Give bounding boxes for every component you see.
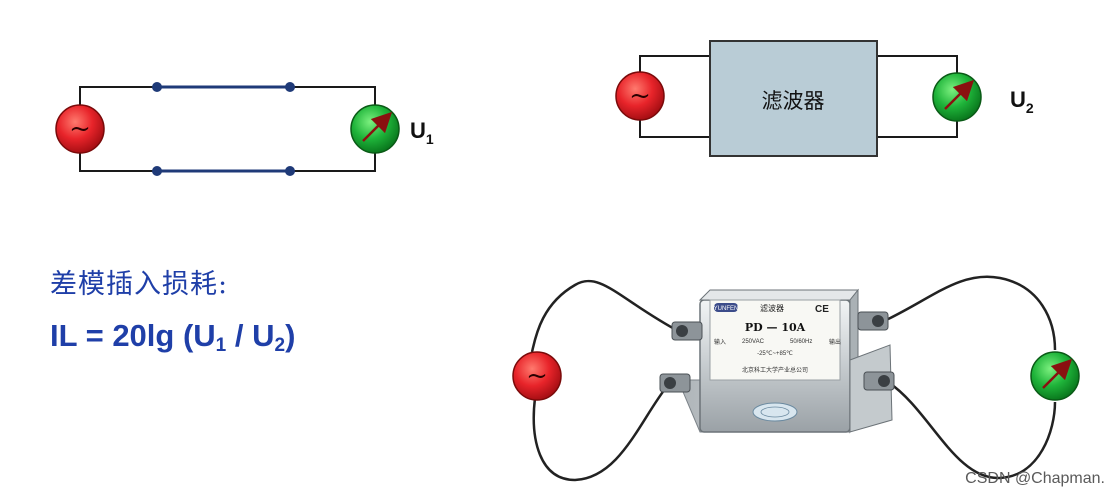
- svg-text:~: ~: [69, 114, 91, 144]
- svg-text:PD — 10A: PD — 10A: [745, 321, 806, 334]
- svg-text:50/60Hz: 50/60Hz: [790, 339, 812, 345]
- inspection-sticker: [752, 402, 798, 422]
- svg-text:输入: 输入: [714, 338, 726, 346]
- terminal-screw: [857, 311, 889, 331]
- ac-source-icon: ~: [512, 351, 562, 401]
- filter-module: YUNFEN 滤波器 CE PD — 10A 输入 输出 250VAC 50/6…: [677, 288, 893, 434]
- filter-circuit: ~ 滤波器 U2: [615, 40, 1034, 157]
- direct-circuit-wires: [79, 86, 376, 172]
- svg-text:CE: CE: [815, 304, 829, 315]
- svg-text:YUNFEN: YUNFEN: [714, 306, 739, 312]
- formula-title: 差模插入损耗:: [50, 269, 229, 300]
- ac-source-icon: ~: [615, 71, 665, 121]
- svg-text:北京科工大学产业总公司: 北京科工大学产业总公司: [742, 366, 808, 374]
- formula-sub-1: 1: [215, 335, 227, 356]
- direct-circuit-links: [157, 85, 290, 173]
- svg-text:-25℃~+85℃: -25℃~+85℃: [757, 351, 793, 357]
- formula-middle: / U: [226, 318, 275, 353]
- photo-wires: [530, 275, 1057, 482]
- meter-label-u2: U2: [1010, 87, 1034, 116]
- meter-label-u1: U1: [410, 118, 434, 147]
- formula-prefix: IL = 20lg (U: [50, 318, 216, 353]
- svg-text:滤波器: 滤波器: [760, 303, 784, 313]
- formula-suffix: ): [285, 318, 296, 353]
- terminal-screw: [659, 373, 691, 393]
- voltmeter-icon: [350, 104, 400, 154]
- svg-text:250VAC: 250VAC: [742, 339, 765, 345]
- junction-dot: [285, 82, 295, 92]
- insertion-loss-formula: IL = 20lg (U1 / U2): [50, 318, 295, 357]
- formula-sub-2: 2: [274, 335, 286, 356]
- voltmeter-icon: [932, 72, 982, 122]
- ac-source-icon: ~: [55, 104, 105, 154]
- terminal-screw: [671, 321, 703, 341]
- junction-dot: [152, 166, 162, 176]
- svg-text:输出: 输出: [829, 338, 841, 346]
- voltmeter-icon: [1030, 351, 1080, 401]
- filter-circuit-wires: [639, 55, 958, 138]
- junction-dot: [152, 82, 162, 92]
- svg-text:~: ~: [629, 81, 651, 111]
- filter-photo: YUNFEN 滤波器 CE PD — 10A 输入 输出 250VAC 50/6…: [512, 275, 1080, 482]
- terminal-screw: [863, 371, 895, 391]
- filter-box: 滤波器: [709, 40, 878, 157]
- junction-dot: [285, 166, 295, 176]
- svg-text:~: ~: [526, 361, 548, 391]
- filter-label: 滤波器: [762, 90, 825, 113]
- filter-label-plate: [709, 299, 841, 381]
- watermark: CSDN @Chapman.: [965, 470, 1105, 487]
- direct-circuit: ~ U1: [55, 82, 434, 176]
